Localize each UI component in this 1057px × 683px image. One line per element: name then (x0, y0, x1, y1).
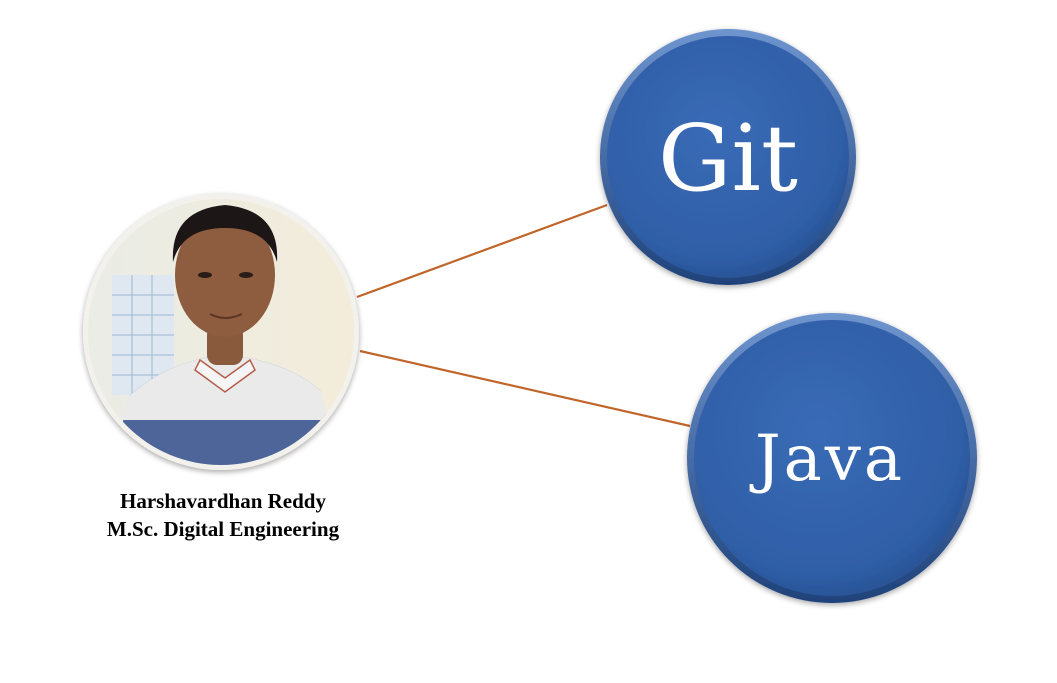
profile-photo (83, 194, 359, 470)
person-name: Harshavardhan Reddy (120, 489, 326, 513)
node-java-label: Java (749, 422, 905, 496)
node-git: Git (600, 29, 856, 285)
node-java: Java (687, 313, 977, 603)
connector-git (356, 203, 608, 299)
node-git-label: Git (658, 105, 798, 212)
connector-java (359, 349, 691, 428)
person-degree: M.Sc. Digital Engineering (106, 517, 340, 541)
